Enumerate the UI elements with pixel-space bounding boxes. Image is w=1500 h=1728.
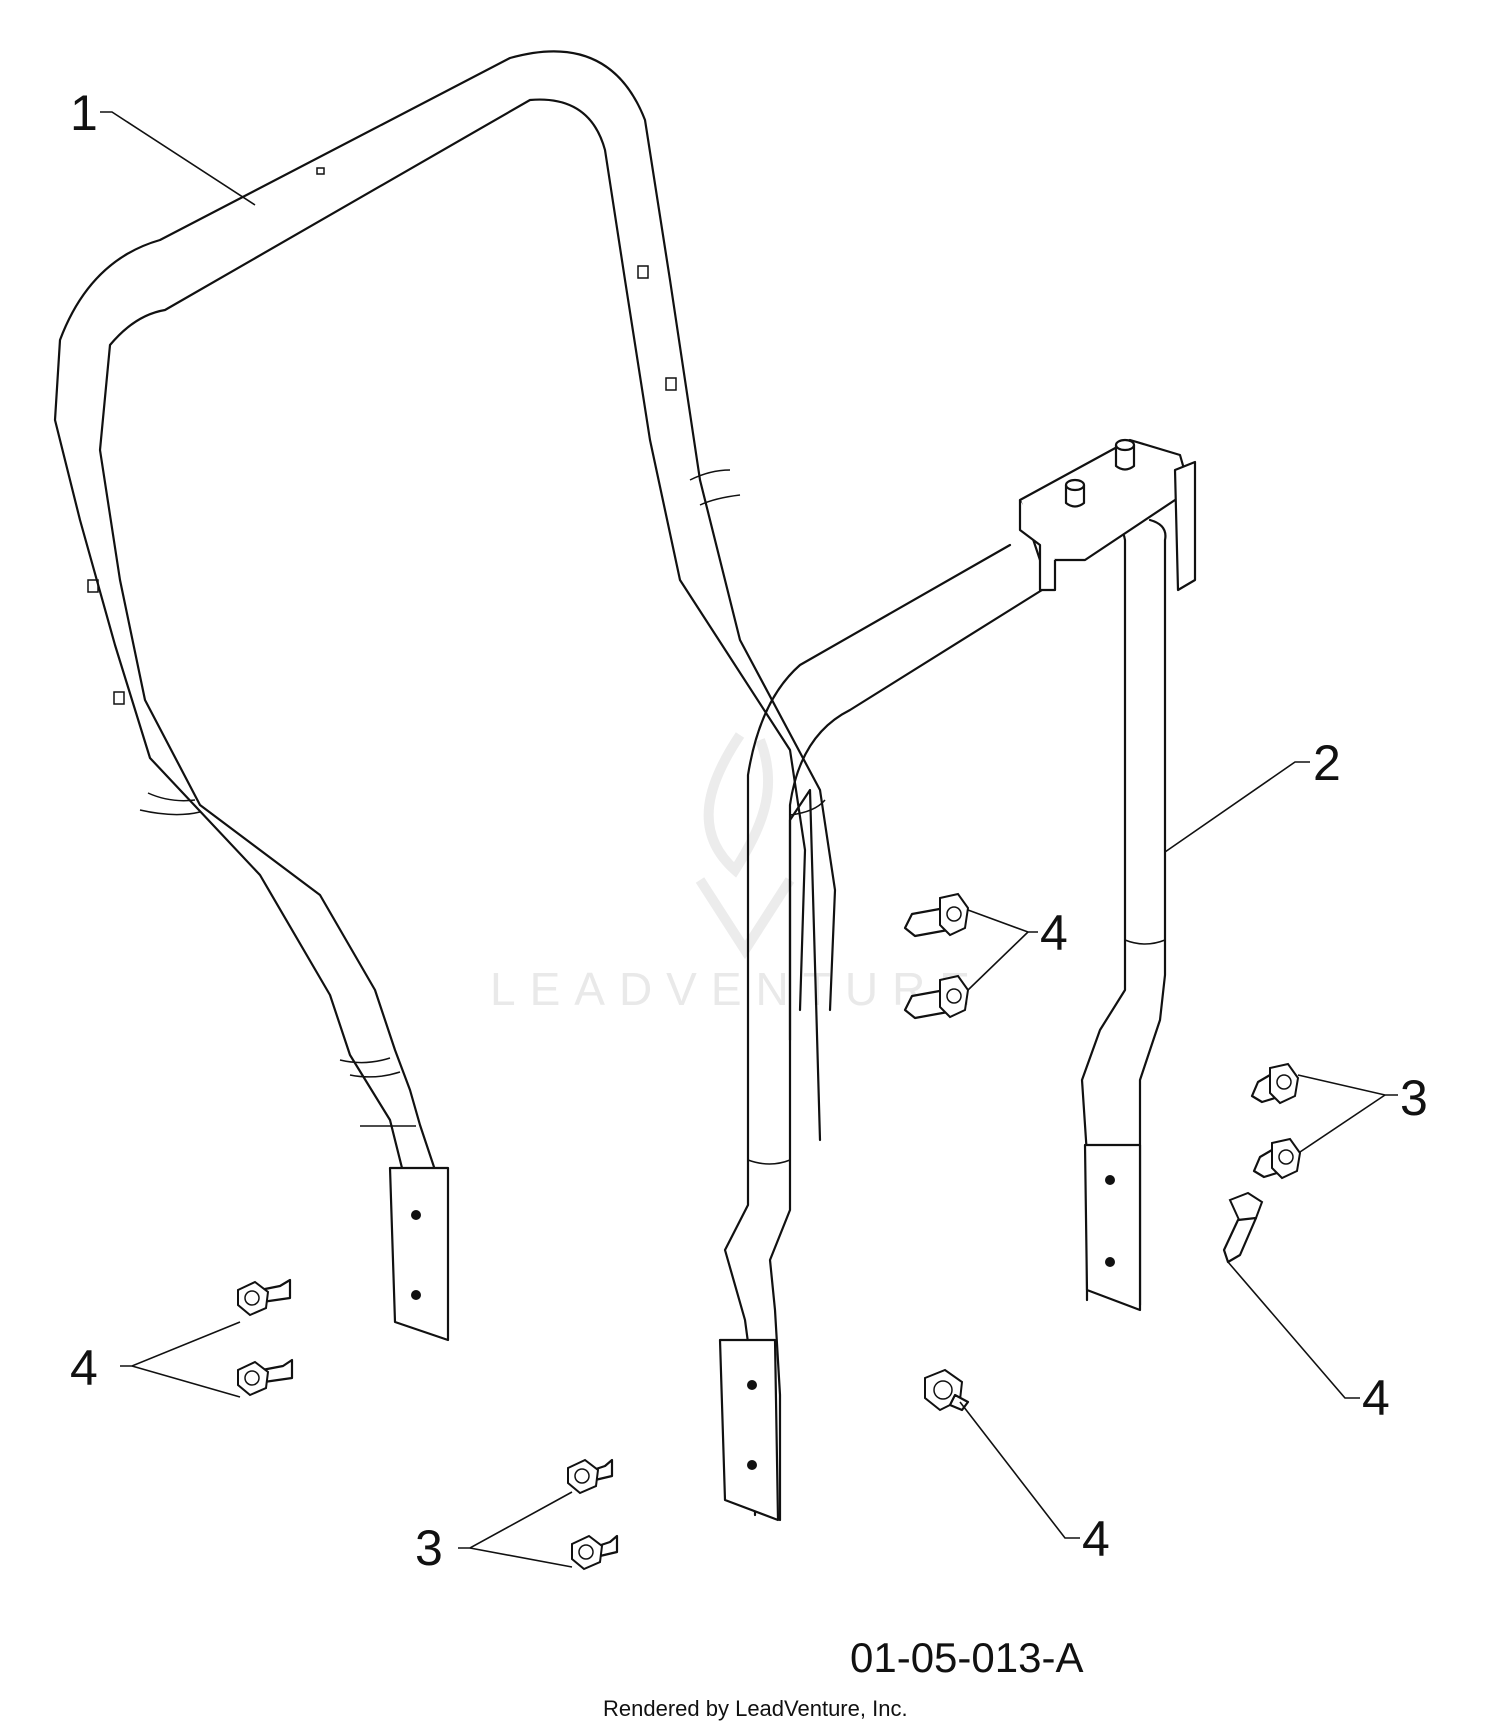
leader-lines — [100, 111, 1398, 1568]
watermark: LEADVENTURE — [490, 732, 984, 1015]
callout-4-bottom: 4 — [1082, 1511, 1110, 1567]
bolt-4-right — [1222, 1191, 1264, 1264]
leader-4-left-b — [131, 1365, 241, 1398]
callout-3-right: 3 — [1400, 1070, 1428, 1126]
bolt-3-bottom-lower — [571, 1534, 619, 1571]
drawing-code: 01-05-013-A — [850, 1634, 1083, 1681]
leader-4-bottom — [959, 1401, 1080, 1539]
leader-4-center-a — [967, 909, 1038, 933]
fasteners — [237, 892, 1302, 1571]
part-2-lower-roll-bar — [718, 438, 1197, 1522]
part-1-upper-roll-bar — [53, 50, 837, 1342]
bolt-4-center-lower — [903, 974, 970, 1020]
bolt-3-bottom-upper — [567, 1458, 614, 1495]
bolt-4-bottom — [924, 1368, 970, 1412]
leader-2 — [1164, 761, 1310, 853]
leader-3-bottom-b — [469, 1547, 573, 1568]
leader-1 — [100, 111, 256, 206]
callout-1: 1 — [70, 85, 98, 141]
bolt-3-right-upper — [1250, 1062, 1300, 1105]
callout-4-center: 4 — [1040, 905, 1068, 961]
callouts: 1 2 4 3 4 4 3 4 — [70, 85, 1428, 1576]
leader-3-right-b — [1299, 1094, 1386, 1153]
leader-3-right-a — [1297, 1074, 1398, 1096]
callout-4-right: 4 — [1362, 1370, 1390, 1426]
leader-4-center-b — [967, 931, 1029, 991]
leader-3-bottom-a — [458, 1491, 573, 1549]
leader-4-left-a — [120, 1321, 241, 1367]
bolt-3-right-lower — [1252, 1137, 1302, 1180]
watermark-text: LEADVENTURE — [490, 963, 984, 1015]
bolt-4-center-upper — [903, 892, 970, 938]
render-credit: Rendered by LeadVenture, Inc. — [603, 1696, 908, 1721]
leader-4-right — [1227, 1261, 1360, 1399]
callout-2: 2 — [1313, 735, 1341, 791]
callout-3-bottom: 3 — [415, 1520, 443, 1576]
callout-4-left: 4 — [70, 1340, 98, 1396]
bolt-4-left-lower — [237, 1358, 294, 1397]
bolt-4-left-upper — [237, 1278, 292, 1317]
